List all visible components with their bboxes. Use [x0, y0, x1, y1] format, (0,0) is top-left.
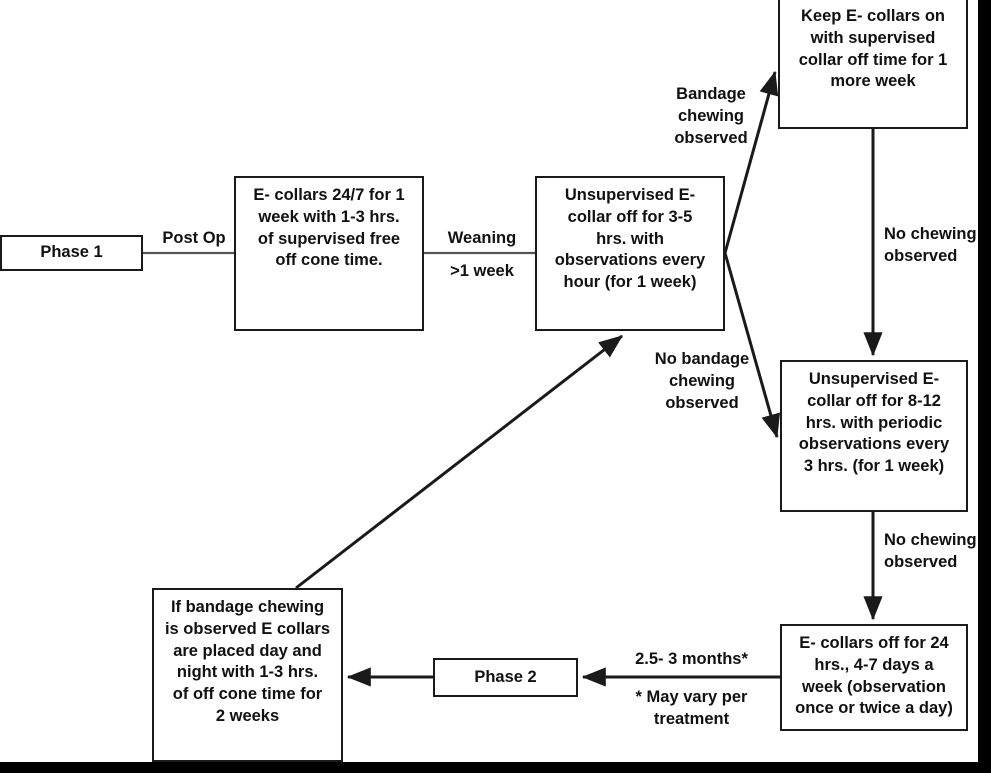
node-unsupervised-3-5-hrs-label: Unsupervised E- collar off for 3-5 hrs. …: [554, 186, 706, 292]
connector-unsup35-to-unsup812: [723, 252, 781, 439]
node-phase1-label: Phase 1: [40, 243, 103, 262]
edge-label-weaning: Weaning: [447, 229, 517, 247]
node-ecollars-off-24-hrs[interactable]: E- collars off for 24 hrs., 4-7 days a w…: [780, 624, 968, 731]
edge-label-post-op: Post Op: [162, 229, 226, 247]
edge-label-may-vary-per-treatment: * May vary per treatment: [635, 688, 748, 728]
edge-label-months: 2.5- 3 months*: [635, 650, 748, 668]
node-ecollars-24-7-label: E- collars 24/7 for 1 week with 1-3 hrs.…: [253, 186, 405, 270]
edge-label-no-chewing-observed-bottom: No chewing observed: [884, 531, 977, 571]
node-unsupervised-8-12-hrs-label: Unsupervised E- collar off for 8-12 hrs.…: [798, 370, 950, 476]
edge-label-no-bandage-chewing-observed: No bandage chewing observed: [654, 350, 750, 412]
bottom-edge-band: [0, 762, 991, 773]
node-phase2-label: Phase 2: [474, 667, 537, 686]
node-unsupervised-3-5-hrs[interactable]: Unsupervised E- collar off for 3-5 hrs. …: [535, 176, 725, 331]
node-keep-ecollars-on[interactable]: Keep E- collars on with supervised colla…: [778, 0, 968, 129]
edge-label-no-chewing-observed-top: No chewing observed: [884, 225, 977, 265]
node-ecollars-24-7[interactable]: E- collars 24/7 for 1 week with 1-3 hrs.…: [234, 176, 424, 331]
connector-bandagebox-to-unsup35: [295, 334, 623, 590]
node-bandage-chewing-ecollars[interactable]: If bandage chewing is observed E collars…: [152, 588, 343, 762]
node-ecollars-off-24-hrs-label: E- collars off for 24 hrs., 4-7 days a w…: [795, 634, 953, 718]
node-phase2[interactable]: Phase 2: [433, 658, 578, 697]
node-phase1[interactable]: Phase 1: [0, 235, 143, 271]
edge-label-weaning-duration: >1 week: [450, 262, 514, 280]
node-unsupervised-8-12-hrs[interactable]: Unsupervised E- collar off for 8-12 hrs.…: [780, 360, 968, 512]
node-keep-ecollars-on-label: Keep E- collars on with supervised colla…: [798, 7, 948, 91]
node-bandage-chewing-ecollars-label: If bandage chewing is observed E collars…: [164, 598, 331, 725]
right-edge-band: [978, 0, 991, 773]
edge-label-bandage-chewing-observed: Bandage chewing observed: [674, 85, 748, 147]
connector-unsup35-to-keepon: [723, 70, 779, 254]
